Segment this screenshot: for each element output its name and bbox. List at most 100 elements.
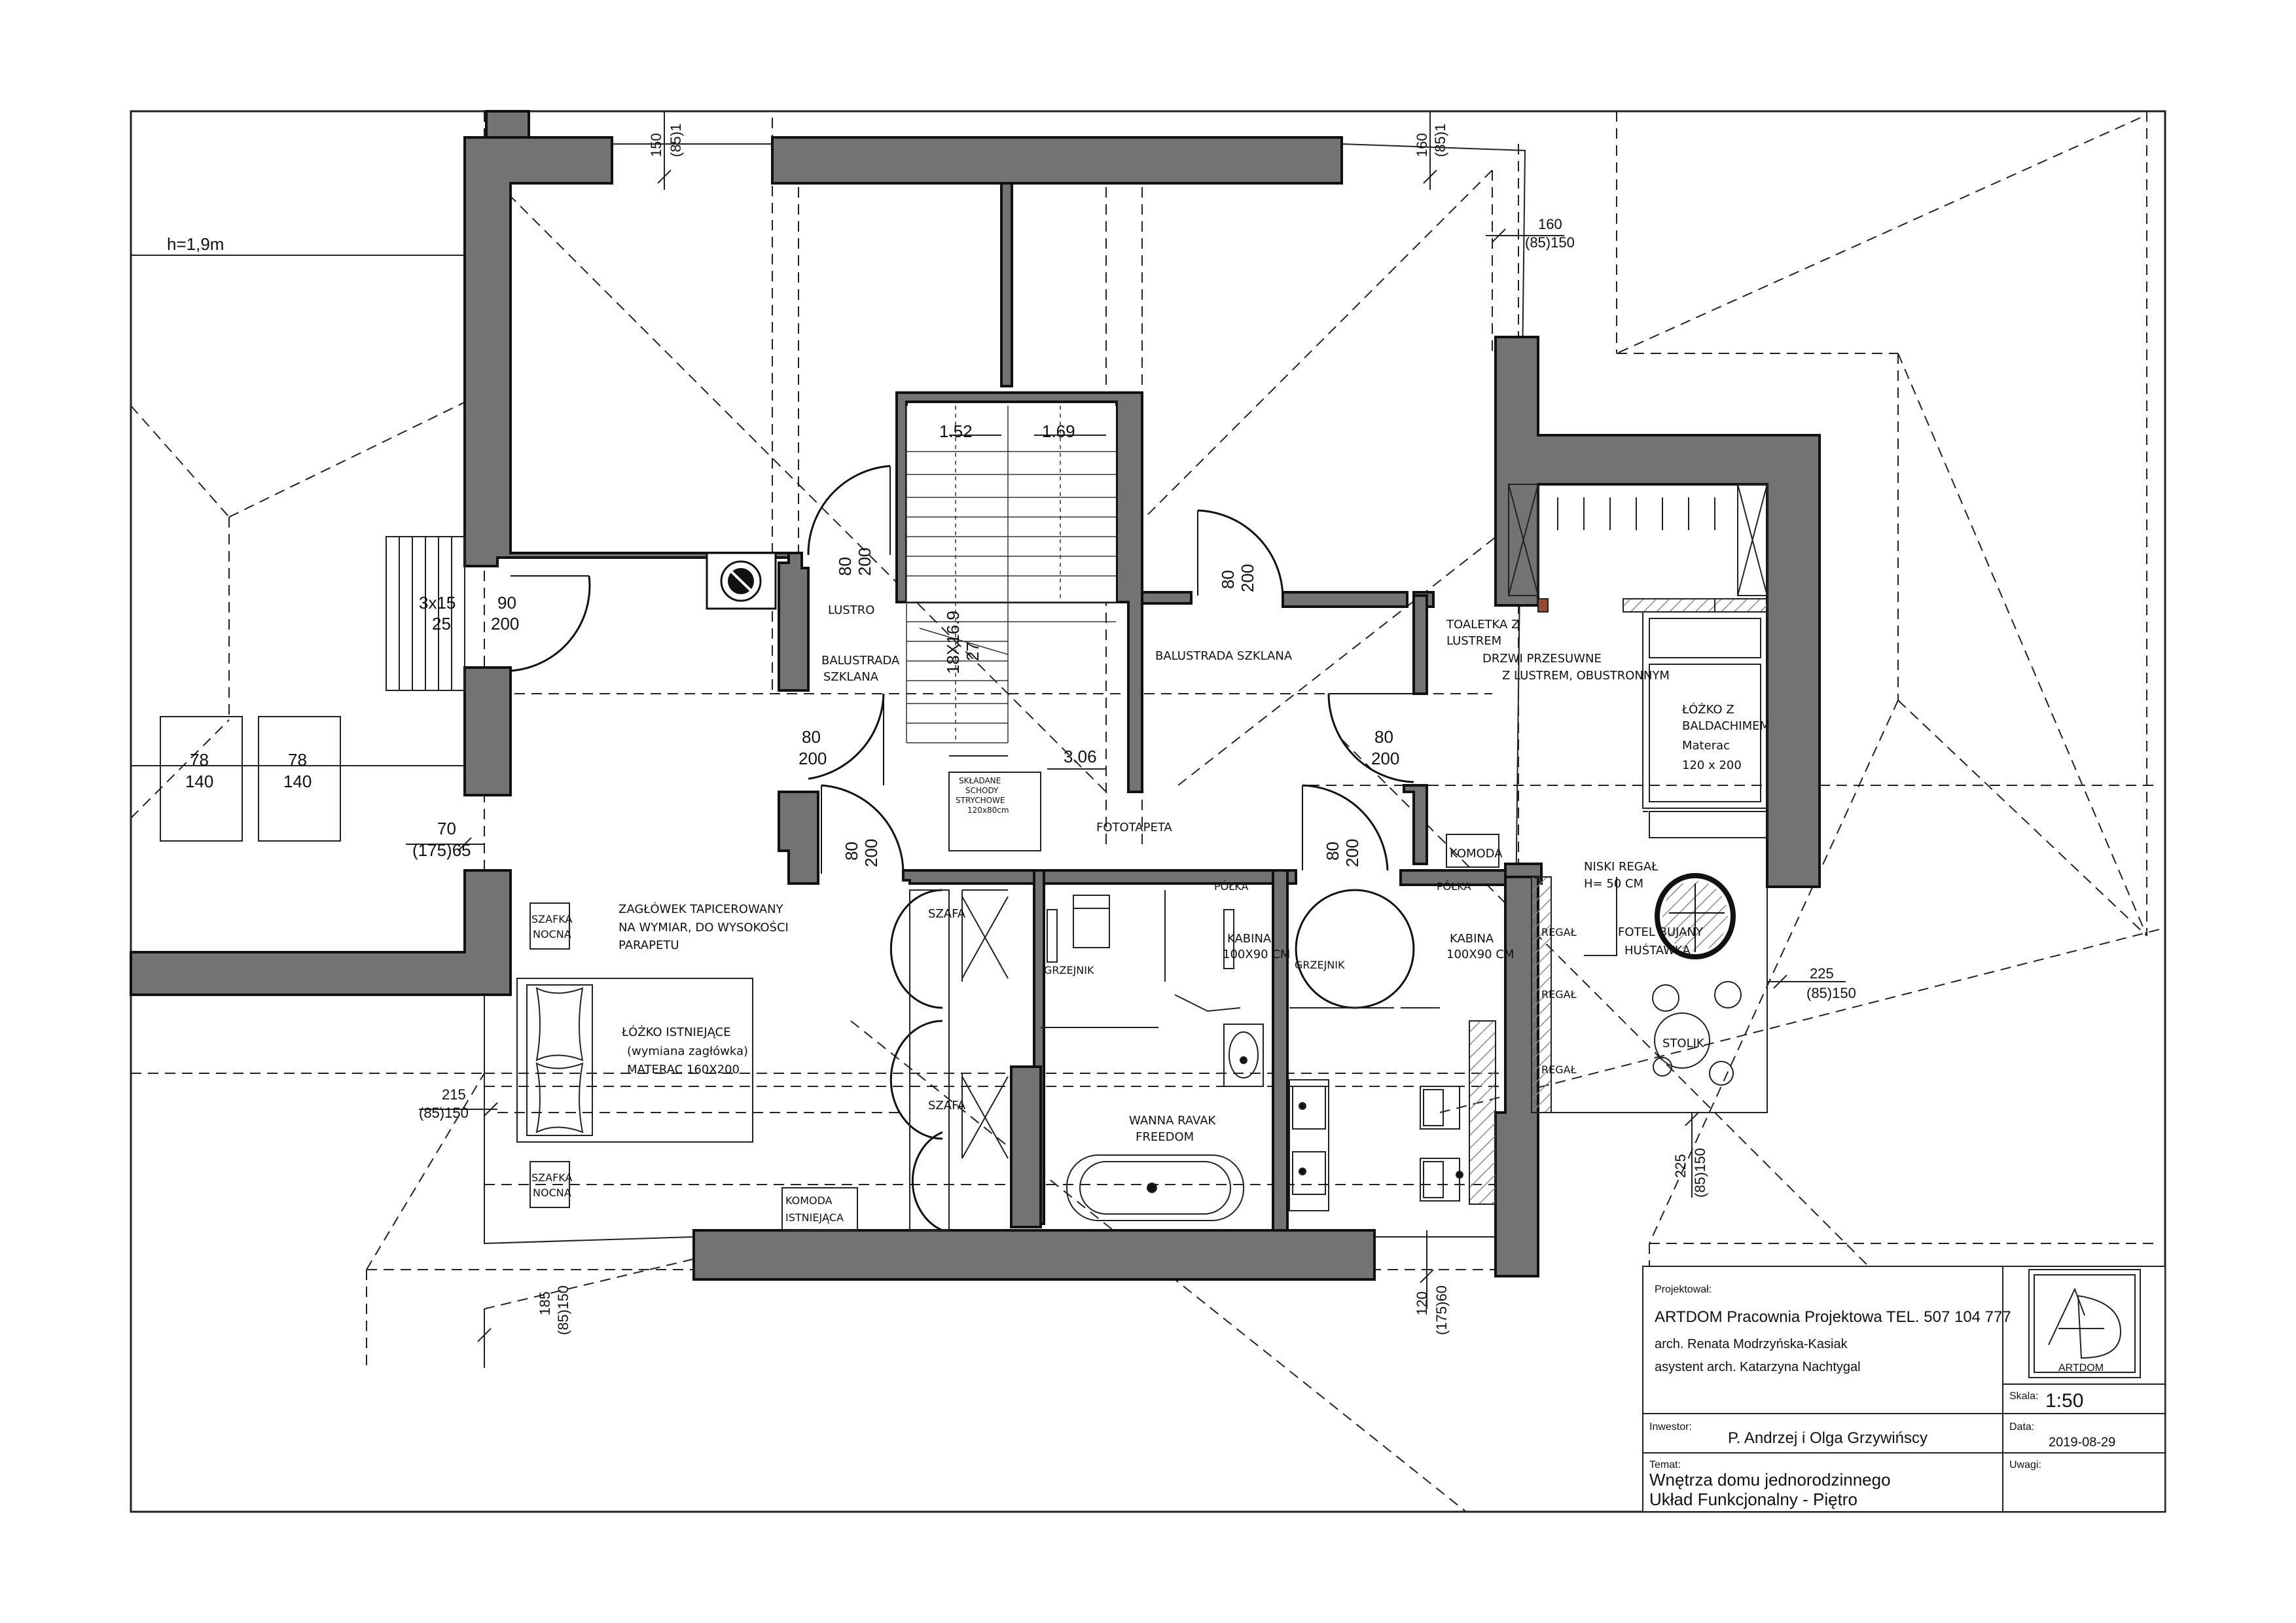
label-komoda-right: KOMODA	[1450, 847, 1503, 861]
skylight-140-b: 140	[283, 772, 312, 791]
level-152: 1.52	[939, 421, 973, 441]
dim-85-150-right: (85)150	[1525, 234, 1575, 251]
door-200-f: 200	[1342, 839, 1362, 867]
window-25: 25	[432, 614, 451, 633]
designed-label: Projektował:	[1655, 1284, 1712, 1295]
fotel-2: HUŚTAWKA	[1624, 943, 1691, 957]
door-200-d: 200	[1371, 749, 1399, 768]
level-169: 1.69	[1042, 421, 1075, 441]
wanna-1: WANNA RAVAK	[1129, 1114, 1217, 1128]
niski-regal-1: NISKI REGAŁ	[1584, 860, 1659, 874]
staircase	[906, 406, 1116, 743]
wardrobe-room	[1508, 484, 1768, 613]
date-value: 2019-08-29	[2049, 1435, 2115, 1450]
logo-text: ARTDOM	[2058, 1363, 2104, 1374]
bathroom-fixtures	[1041, 890, 1463, 1221]
kabina-3: KABINA	[1450, 932, 1494, 946]
assistant: asystent arch. Katarzyna Nachtygal	[1655, 1360, 1861, 1374]
door-80-a: 80	[835, 557, 855, 576]
left-window	[386, 536, 465, 691]
bed-left-1: ŁÓŻKO ISTNIEJĄCE	[621, 1025, 730, 1039]
stairs-27: 27	[963, 642, 982, 661]
attic-stairs-2: SCHODY	[965, 786, 999, 795]
dim-225-v: 225	[1672, 1154, 1689, 1178]
dim-160-top: 160	[1414, 133, 1430, 157]
kabina-2: 100X90 CM	[1223, 948, 1290, 961]
date-label: Data:	[2009, 1421, 2034, 1433]
bed-right-1: ŁÓŻKO Z	[1681, 702, 1734, 717]
topic-2: Układ Funkcjonalny - Piętro	[1649, 1489, 1857, 1509]
skylight-78-a: 78	[190, 750, 209, 770]
regal-3: REGAŁ	[1541, 1063, 1577, 1076]
label-fototapeta: FOTOTAPETA	[1096, 821, 1172, 834]
door-80-d: 80	[1374, 727, 1393, 747]
szafka-1a: SZAFKA	[531, 913, 572, 925]
artdom-logo: ARTDOM	[2048, 1287, 2122, 1374]
szafka-2b: NOCNA	[533, 1186, 571, 1199]
drzwi-2: Z LUSTREM, OBUSTRONNYM	[1502, 669, 1670, 683]
zaglowek-2: NA WYMIAR, DO WYSOKOŚCI	[619, 920, 789, 935]
skylight-140-a: 140	[185, 772, 213, 791]
attic-stairs	[948, 772, 1041, 851]
scale-label: Skala:	[2009, 1391, 2038, 1402]
dim-120: 120	[1414, 1291, 1430, 1315]
zaglowek-3: PARAPETU	[619, 938, 679, 952]
szafa-2: SZAFA	[928, 1099, 966, 1113]
bed-left-3: MATERAC 160X200	[627, 1063, 740, 1077]
dim-85-150-h: (85)150	[1806, 985, 1856, 1001]
drzwi-1: DRZWI PRZESUWNE	[1482, 652, 1602, 666]
grzejnik-1: GRZEJNIK	[1044, 964, 1094, 976]
stairs-dim: 18X16.9	[943, 611, 963, 674]
dim-150-top: 150	[648, 133, 664, 157]
zaglowek-1: ZAGŁÓWEK TAPICEROWANY	[619, 902, 784, 916]
szafka-1b: NOCNA	[533, 928, 571, 940]
dim-85-150-v: (85)150	[1692, 1148, 1708, 1198]
skylight-78-b: 78	[288, 750, 307, 770]
door-200-b: 200	[1238, 564, 1257, 592]
title-block-text: Projektował: ARTDOM Pracownia Projektowa…	[1649, 1284, 2115, 1509]
komoda-ist-1: KOMODA	[785, 1194, 833, 1207]
door-80-e: 80	[842, 842, 861, 861]
door-200-left: 200	[491, 614, 519, 633]
right-room-furniture	[1446, 834, 1742, 1205]
door-90: 90	[497, 593, 516, 613]
rocking-chair	[1655, 873, 1736, 959]
dim-85-top: (85)1	[668, 124, 684, 157]
kabina-1: KABINA	[1227, 932, 1272, 946]
label-szklana: SZKLANA	[823, 670, 879, 684]
regal-1: REGAŁ	[1541, 926, 1577, 938]
left-bedroom	[497, 902, 903, 1231]
investor-label: Inwestor:	[1649, 1421, 1692, 1433]
door-80-b: 80	[1218, 570, 1238, 589]
attic-stairs-3: STRYCHOWE	[956, 796, 1005, 805]
szafka-2a: SZAFKA	[531, 1171, 572, 1184]
door-200-a: 200	[855, 548, 874, 576]
architect: arch. Renata Modrzyńska-Kasiak	[1655, 1337, 1848, 1351]
label-stolik: STOLIK	[1662, 1037, 1705, 1050]
label-balustrada-szklana: BALUSTRADA SZKLANA	[1155, 649, 1293, 663]
fotel-1: FOTEL BUJANY	[1618, 925, 1704, 939]
skylight-2	[258, 716, 341, 842]
right-bed	[1642, 611, 1768, 838]
window-3x15: 3x15	[419, 593, 456, 613]
wardrobes	[909, 889, 1009, 1231]
polka-2: PÓŁKA	[1437, 880, 1471, 893]
dim-85b-top: (85)1	[1432, 124, 1448, 157]
dim-70: 70	[437, 819, 456, 838]
polka-1: PÓŁKA	[1214, 880, 1248, 893]
dim-185: 185	[537, 1291, 553, 1315]
dim-225-h: 225	[1810, 965, 1834, 982]
investor: P. Andrzej i Olga Grzywińscy	[1728, 1429, 1928, 1447]
firm: ARTDOM Pracownia Projektowa TEL. 507 104…	[1655, 1308, 2011, 1326]
dim-175-65: (175)65	[412, 840, 471, 860]
dim-85-150-bottom: (85)150	[555, 1285, 571, 1335]
walls	[130, 110, 1821, 1281]
scale-value: 1:50	[2045, 1390, 2083, 1412]
dimension-lines	[406, 111, 1846, 1368]
dim-160-right: 160	[1538, 216, 1562, 232]
bed-right-3: Materac	[1682, 739, 1730, 753]
level-306: 3.06	[1064, 747, 1097, 766]
door-80-c: 80	[802, 727, 821, 747]
niski-regal-2: H= 50 CM	[1584, 877, 1643, 891]
